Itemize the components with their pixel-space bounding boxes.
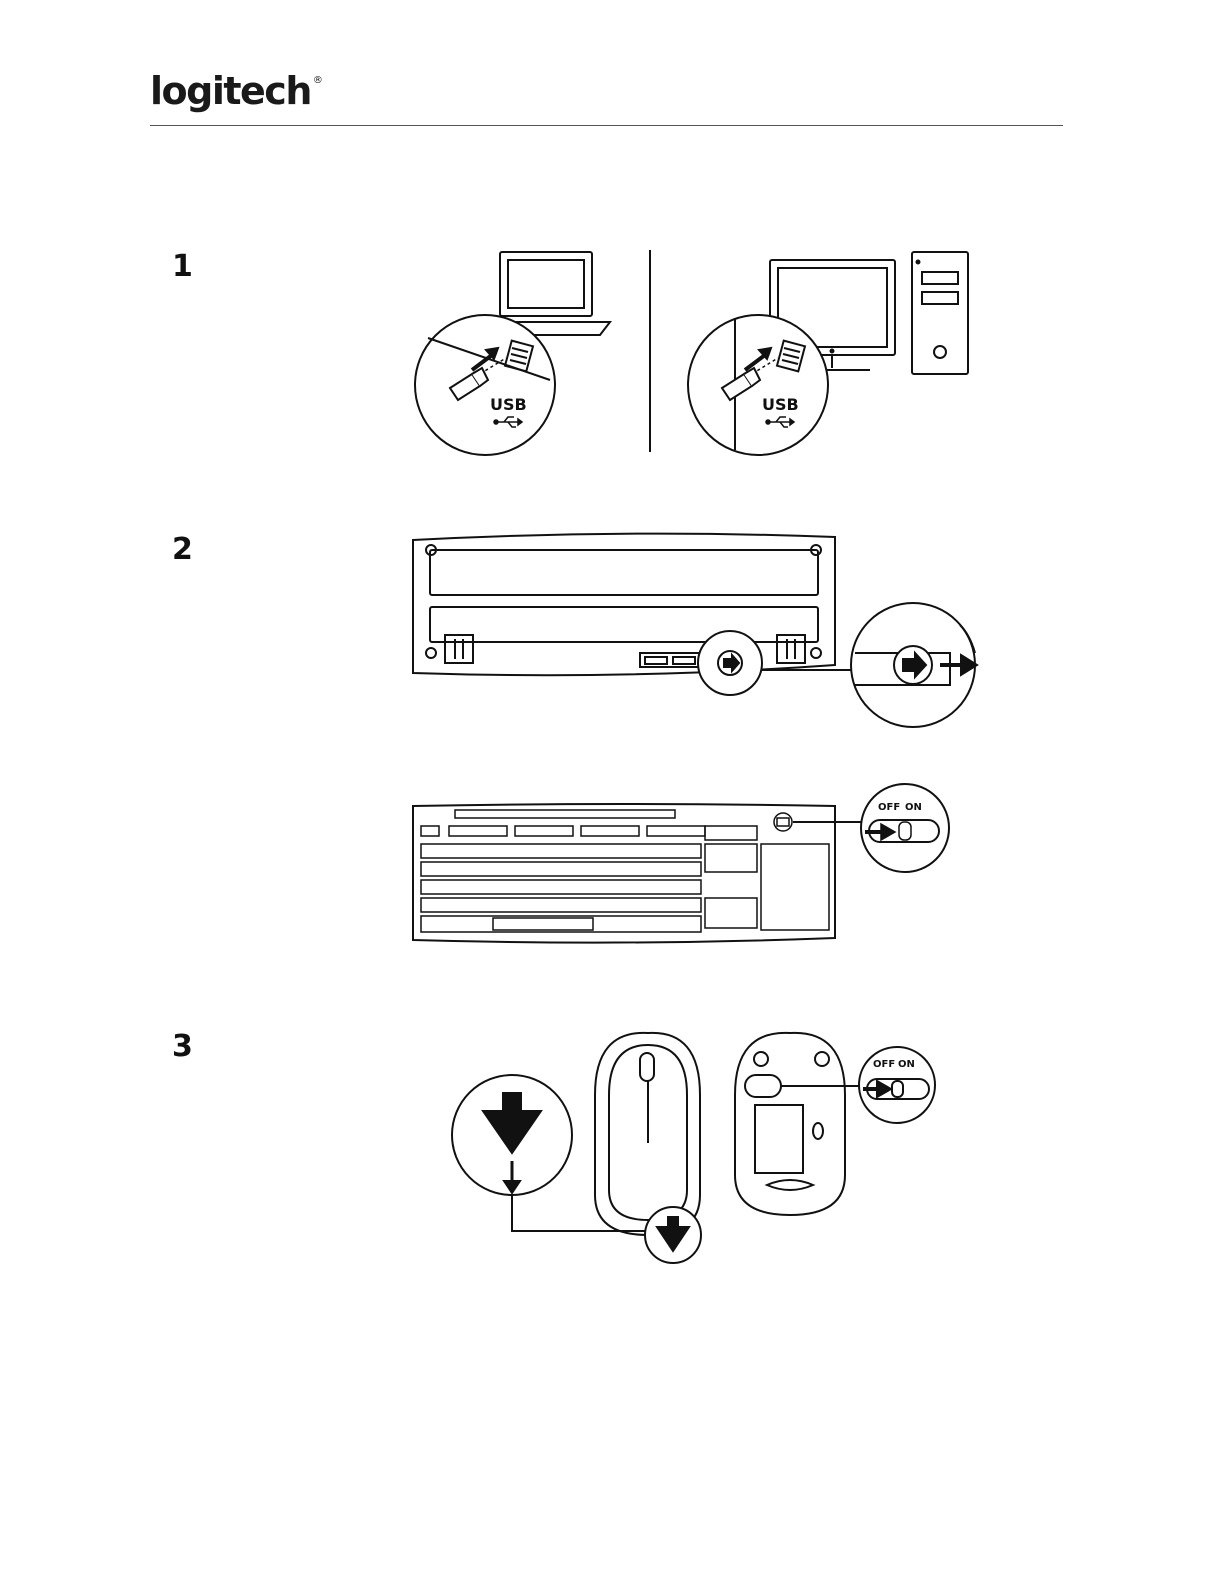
desktop-tower-icon bbox=[912, 252, 968, 374]
keyboard-switch-on-label: ON bbox=[905, 802, 922, 813]
mouse-power-switch-magnifier bbox=[859, 1047, 935, 1123]
registered-mark: ® bbox=[313, 75, 323, 86]
step-2-keyboard-top: OFF ON bbox=[405, 778, 950, 953]
mouse-bottom-view bbox=[735, 1033, 845, 1215]
step-2-keyboard-underside bbox=[405, 525, 985, 735]
desktop-usb-port-magnifier bbox=[688, 315, 828, 455]
step-3-number: 3 bbox=[172, 1032, 193, 1062]
usb-label-desktop: USB bbox=[762, 395, 799, 414]
battery-tab-magnifier-large bbox=[851, 603, 977, 727]
logitech-logo: logitech® bbox=[150, 72, 323, 110]
keyboard-switch-off-label: OFF bbox=[878, 802, 900, 813]
mouse-battery-tab-magnifier-small bbox=[645, 1207, 701, 1263]
power-switch-icon bbox=[774, 813, 792, 831]
step-3-mouse-illustration: OFF ON bbox=[445, 1025, 955, 1270]
mouse-top-view bbox=[595, 1033, 700, 1235]
mouse-switch-off-label: OFF bbox=[873, 1059, 895, 1070]
laptop-usb-port-magnifier bbox=[415, 315, 555, 455]
usb-label-laptop: USB bbox=[490, 395, 527, 414]
step-1-number: 1 bbox=[172, 252, 193, 282]
battery-tab-magnifier-small bbox=[698, 631, 762, 695]
step-2-number: 2 bbox=[172, 535, 193, 565]
brand-name: logitech bbox=[150, 69, 311, 113]
mouse-battery-tab-magnifier-large bbox=[452, 1075, 572, 1195]
mouse-switch-on-label: ON bbox=[898, 1059, 915, 1070]
power-switch-magnifier bbox=[861, 784, 949, 872]
header-divider bbox=[150, 125, 1063, 126]
step-1-usb-illustration: USB USB bbox=[400, 240, 990, 460]
